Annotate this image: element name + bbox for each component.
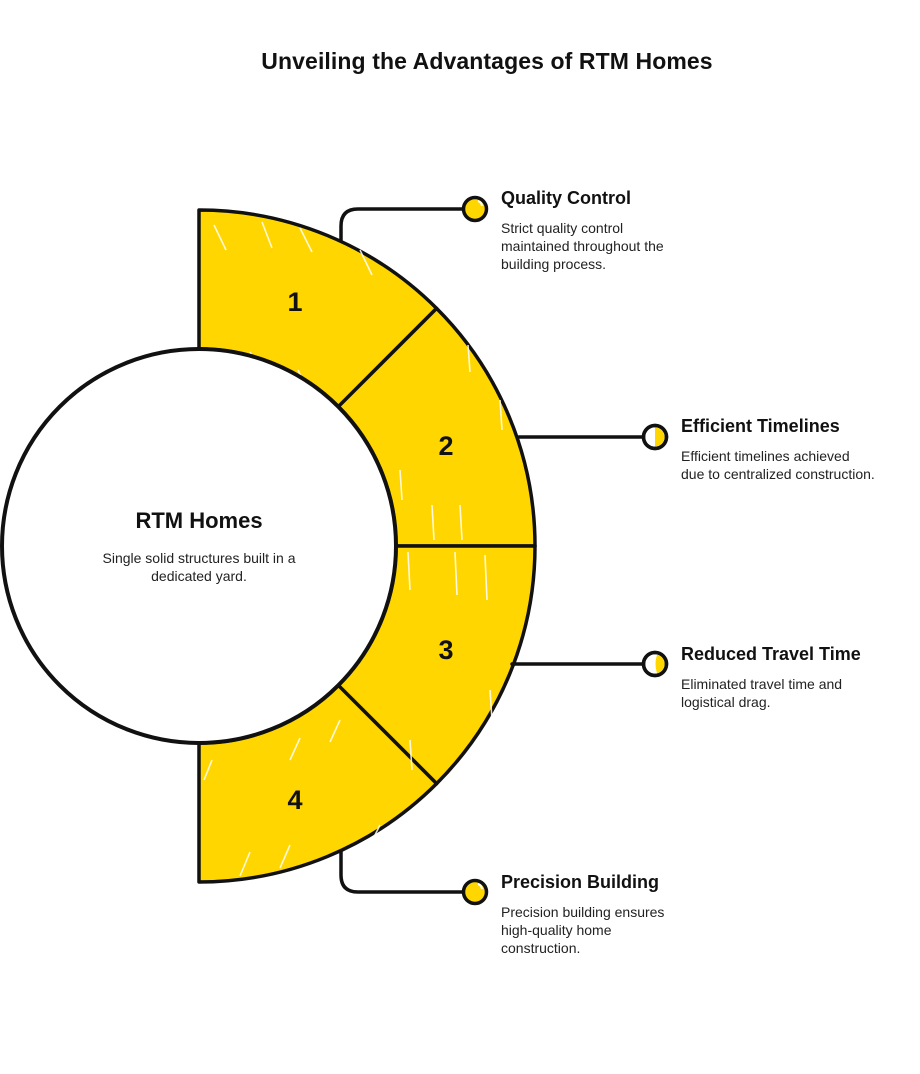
item-efficient-timelines: Efficient Timelines Efficient timelines … [681,415,876,483]
connector-4 [339,849,464,894]
diagram-title: Unveiling the Advantages of RTM Homes [261,48,713,74]
segment-number-3: 3 [438,635,453,665]
item-description: Strict quality control maintained throug… [501,220,664,272]
item-description: Precision building ensures high-quality … [501,904,665,956]
dot-icon-2 [641,423,669,451]
sketch-hatching [203,221,503,877]
center-title: RTM Homes [135,508,263,533]
item-quality-control: Quality Control Strict quality control m… [501,187,691,273]
item-precision-building: Precision Building Precision building en… [501,871,691,957]
segment-number-2: 2 [438,431,453,461]
item-label: Efficient Timelines [681,416,840,436]
item-label: Quality Control [501,188,631,208]
center-description: Single solid structures built in a dedic… [102,550,296,584]
center-circle[interactable] [0,347,398,745]
dot-icon-3 [641,650,669,678]
segment-number-1: 1 [287,287,302,317]
item-label: Reduced Travel Time [681,644,861,664]
item-label: Precision Building [501,872,660,892]
item-description: Efficient timelines achieved due to cent… [681,448,875,482]
connector-1 [339,207,464,243]
item-reduced-travel-time: Reduced Travel Time Eliminated travel ti… [681,643,881,711]
connector-dots [461,195,669,906]
segment-number-4: 4 [287,785,302,815]
dot-icon-4 [461,878,489,906]
dot-icon-1 [461,195,489,223]
item-description: Eliminated travel time and logistical dr… [681,676,843,710]
connectors [339,207,644,894]
